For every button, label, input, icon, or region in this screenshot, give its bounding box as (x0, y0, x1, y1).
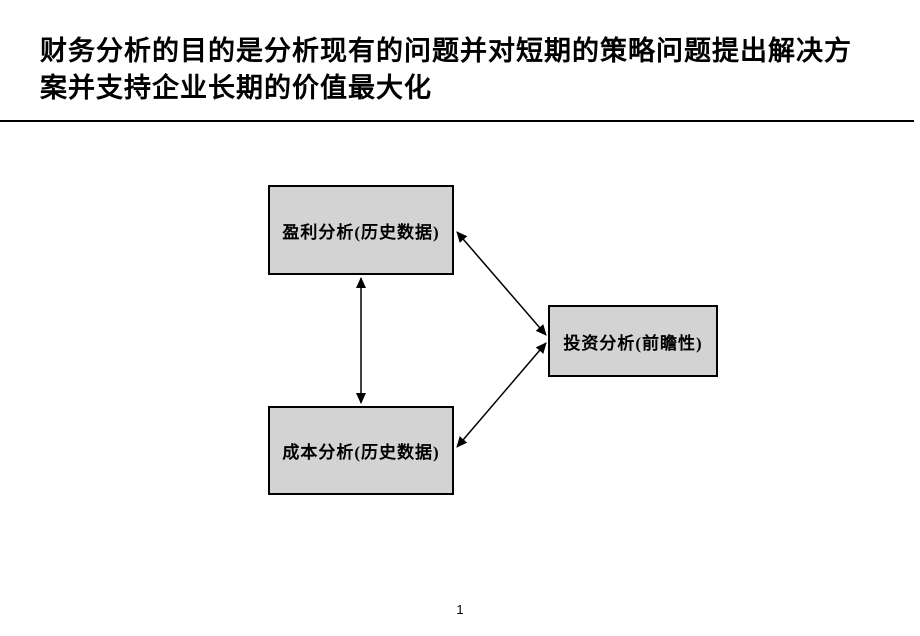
title-divider-line (0, 120, 914, 122)
box-cost-analysis-label: 成本分析(历史数据) (282, 443, 440, 462)
slide-title: 财务分析的目的是分析现有的问题并对短期的策略问题提出解决方 案并支持企业长期的价… (40, 33, 890, 107)
box-investment-analysis-label: 投资分析(前瞻性) (563, 333, 703, 353)
slide-title-line1: 财务分析的目的是分析现有的问题并对短期的策略问题提出解决方 (40, 36, 852, 66)
connector-profit-investment-arrow (456, 231, 547, 336)
box-cost-analysis: 成本分析(历史数据) (268, 406, 454, 495)
connector-cost-investment-arrow (456, 342, 547, 448)
box-profit-analysis: 盈利分析(历史数据) (268, 185, 454, 275)
page-number: 1 (456, 602, 464, 617)
box-investment-analysis: 投资分析(前瞻性) (548, 305, 718, 377)
box-profit-analysis-label: 盈利分析(历史数据) (282, 222, 440, 242)
slide-title-line2: 案并支持企业长期的价值最大化 (40, 73, 432, 103)
